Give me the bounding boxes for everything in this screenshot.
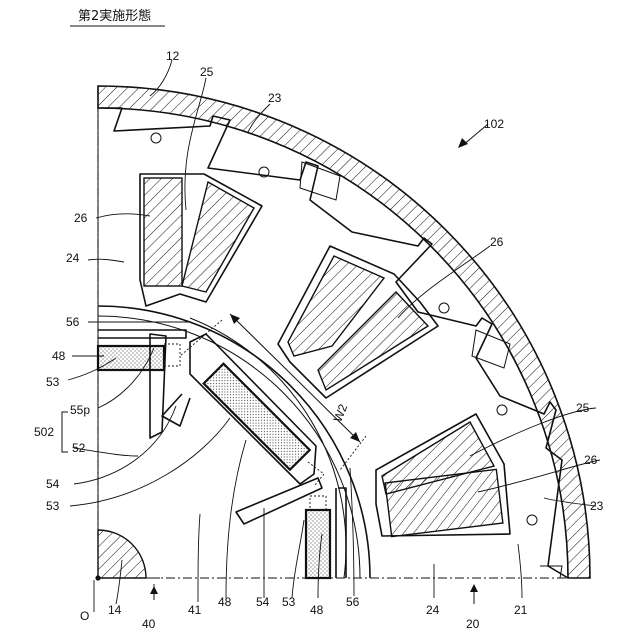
label-48-bottom-right: 48: [310, 603, 324, 617]
label-102: 102: [484, 117, 504, 131]
flux-barrier-upper: [98, 330, 186, 338]
magnet-48-a: [98, 346, 164, 370]
rivet-hole: [439, 303, 449, 313]
label-54-left: 54: [46, 477, 60, 491]
label-40: 40: [142, 617, 156, 631]
label-25-right: 25: [576, 401, 590, 415]
arrow-40-head: [150, 586, 158, 594]
bracket-502: [62, 412, 68, 452]
label-48-left: 48: [52, 349, 66, 363]
label-54-bottom: 54: [256, 595, 270, 609]
magnet-48-a-gap: [164, 344, 180, 366]
label-502: 502: [34, 425, 54, 439]
label-origin-O: O: [80, 609, 89, 623]
label-53-bottom: 53: [282, 595, 296, 609]
label-41: 41: [188, 603, 202, 617]
label-12: 12: [166, 49, 180, 63]
diagonal-barrier-tip: [308, 462, 324, 486]
housing-ring: [98, 86, 590, 578]
label-23-top: 23: [268, 91, 282, 105]
label-26-right: 26: [490, 235, 504, 249]
label-26-right-low: 26: [584, 453, 598, 467]
magnet-48-b: [204, 364, 310, 470]
magnet-48-c-gap: [310, 496, 326, 510]
label-53-left: 53: [46, 375, 60, 389]
magnet-48-c: [306, 510, 330, 578]
label-53-mid: 53: [46, 499, 60, 513]
rivet-hole: [527, 515, 537, 525]
label-w2: W2: [331, 402, 351, 424]
shaft-quarter: [98, 530, 146, 578]
label-21: 21: [514, 603, 528, 617]
bottom-barrier: [336, 488, 346, 578]
label-24-bottom: 24: [426, 603, 440, 617]
label-48-bottom-left: 48: [218, 595, 232, 609]
label-56-left: 56: [66, 315, 80, 329]
rivet-hole: [151, 133, 161, 143]
label-24-left: 24: [66, 251, 80, 265]
coil-26-1: [144, 178, 182, 286]
label-23-right: 23: [590, 499, 604, 513]
w2-ext-2: [340, 436, 366, 470]
label-52: 52: [72, 441, 86, 455]
origin-point: [95, 575, 100, 580]
arrow-20-head: [470, 584, 478, 592]
label-56-bottom: 56: [346, 595, 360, 609]
label-26-left: 26: [74, 211, 88, 225]
flux-barrier-54-left: [162, 394, 190, 426]
label-25-top: 25: [200, 65, 214, 79]
label-20: 20: [466, 617, 480, 631]
rivet-hole: [497, 405, 507, 415]
label-14: 14: [108, 603, 122, 617]
label-55p: 55p: [70, 403, 90, 417]
figure-title: 第2実施形態: [78, 8, 151, 24]
arrow-102-head: [458, 138, 468, 148]
